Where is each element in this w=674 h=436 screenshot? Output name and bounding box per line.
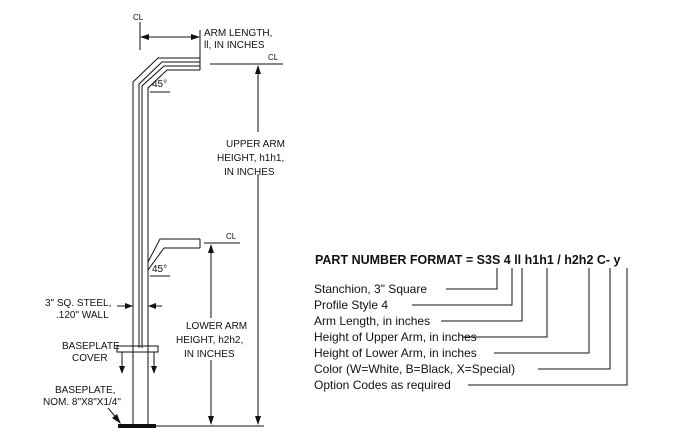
baseplate-cover <box>116 345 159 374</box>
svg-text:HEIGHT, h2h2,: HEIGHT, h2h2, <box>176 335 243 346</box>
baseplate-cover-label-1: BASEPLATE <box>62 341 120 352</box>
pn-row-lower-height: Height of Lower Arm, in inches <box>314 346 477 360</box>
lower-arm-centerline-symbol: CL <box>226 232 237 241</box>
arm-length-label-2: ll, IN INCHES <box>204 40 265 51</box>
post-centerline-symbol: CL <box>133 13 144 22</box>
svg-text:IN INCHES: IN INCHES <box>184 349 235 360</box>
steel-size-label-2: .120" WALL <box>56 310 109 321</box>
pn-row-profile: Profile Style 4 <box>314 298 388 312</box>
upper-arm <box>132 57 201 93</box>
upper-arm-height-label: UPPER ARM HEIGHT, h1h1, IN INCHES <box>216 132 298 178</box>
part-number-rows: Stanchion, 3" Square Profile Style 4 Arm… <box>314 282 515 392</box>
pn-row-stanchion: Stanchion, 3" Square <box>314 282 427 296</box>
steel-size-label-1: 3" SQ. STEEL, <box>45 298 111 309</box>
svg-text:LOWER ARM: LOWER ARM <box>186 321 247 332</box>
upper-arm-angle: 45° <box>152 79 167 90</box>
baseplate-label-1: BASEPLATE, <box>55 385 115 396</box>
upper-arm-height-dimension <box>255 65 261 425</box>
lower-arm-angle: 45° <box>152 264 167 275</box>
baseplate-cover-label-2: COVER <box>72 353 108 364</box>
lower-arm <box>147 238 201 271</box>
pn-row-color: Color (W=White, B=Black, X=Special) <box>314 362 515 376</box>
part-number-leaders <box>412 268 628 386</box>
steel-size-callout <box>117 303 162 309</box>
pn-row-arm-length: Arm Length, in inches <box>314 314 430 328</box>
baseplate-leader <box>107 407 121 424</box>
upper-arm-centerline-symbol: CL <box>268 53 279 62</box>
baseplate <box>118 424 156 428</box>
stanchion-post <box>132 93 149 424</box>
arm-length-label-1: ARM LENGTH, <box>204 28 272 39</box>
lower-arm-height-label: LOWER ARM HEIGHT, h2h2, IN INCHES <box>174 318 256 360</box>
baseplate-label-2: NOM. 8"X8"X1/4" <box>43 397 121 408</box>
svg-text:UPPER ARM: UPPER ARM <box>226 139 285 150</box>
part-number-title: PART NUMBER FORMAT = S3S 4 ll h1h1 / h2h… <box>315 253 621 267</box>
pn-row-upper-height: Height of Upper Arm, in inches <box>314 330 477 344</box>
arm-length-dimension <box>140 30 201 58</box>
svg-text:HEIGHT, h1h1,: HEIGHT, h1h1, <box>217 153 284 164</box>
pn-row-options: Option Codes as required <box>314 378 451 392</box>
svg-text:IN INCHES: IN INCHES <box>224 167 275 178</box>
